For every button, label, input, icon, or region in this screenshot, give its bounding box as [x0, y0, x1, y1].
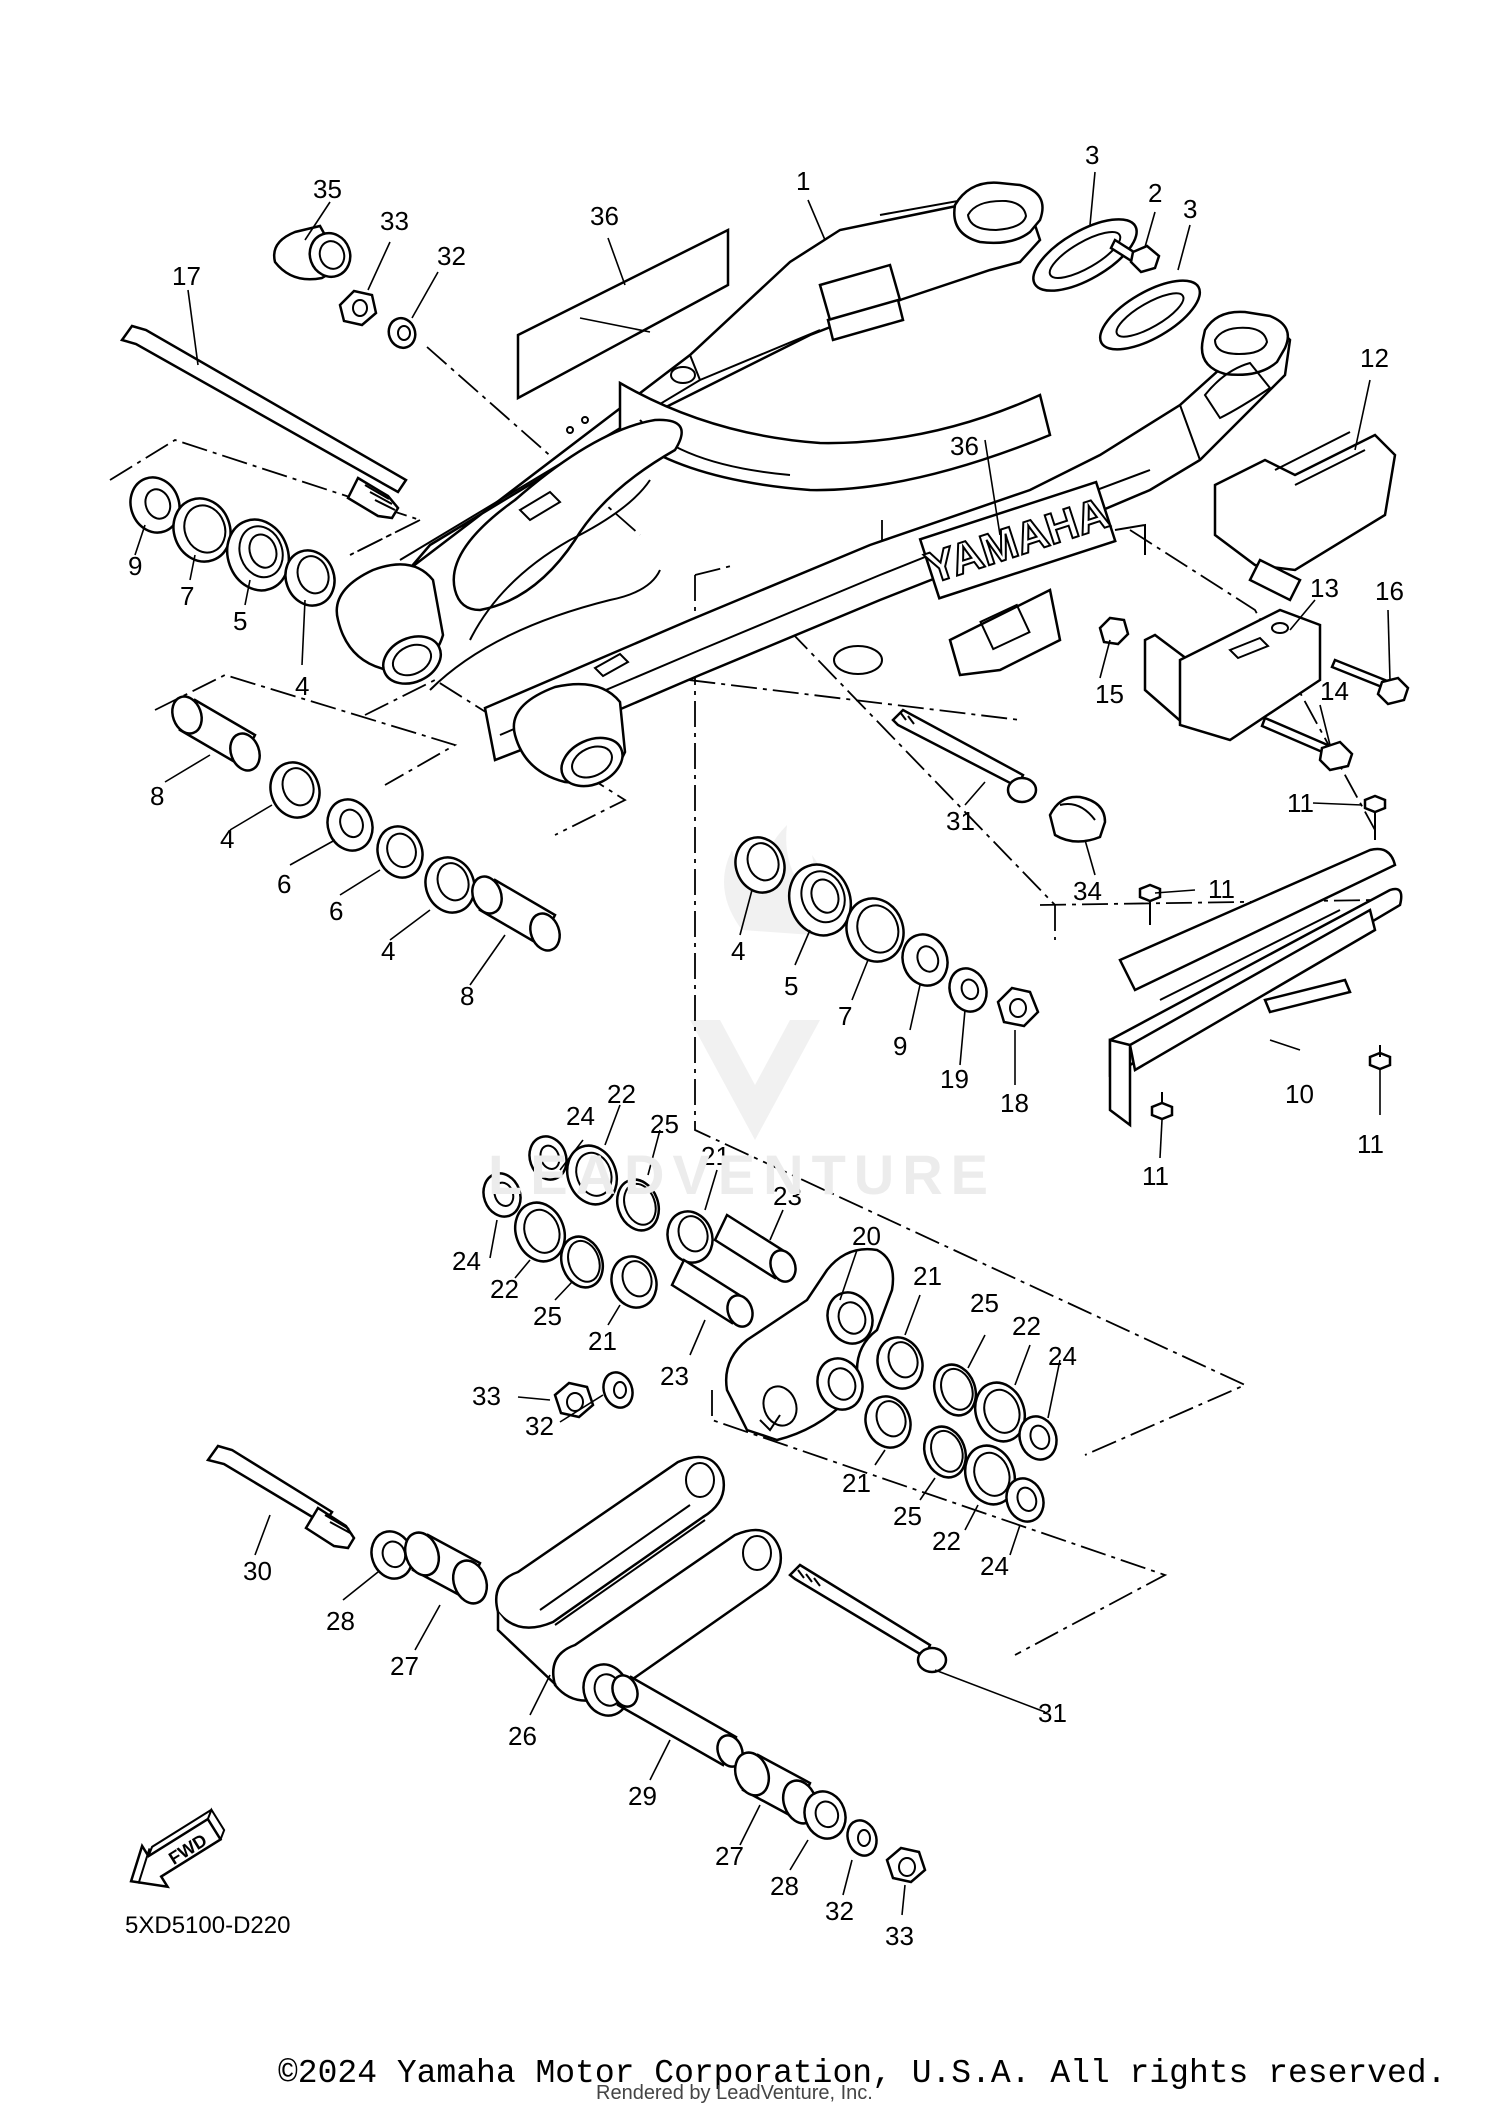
callout-9a: 9 [128, 551, 142, 581]
callout-33c: 33 [885, 1921, 914, 1951]
callout-7b: 7 [838, 1001, 852, 1031]
swingarm-decal-blank [516, 227, 730, 401]
callout-8b: 8 [460, 981, 474, 1011]
callout-1: 1 [796, 166, 810, 196]
callout-22c: 22 [1012, 1311, 1041, 1341]
callout-29: 29 [628, 1781, 657, 1811]
relay-arm-group [482, 1135, 1058, 1523]
callout-16: 16 [1375, 576, 1404, 606]
callout-7a: 7 [180, 581, 194, 611]
callout-19: 19 [940, 1064, 969, 1094]
callout-10: 10 [1285, 1079, 1314, 1109]
callout-4a: 4 [295, 671, 309, 701]
callout-23a: 23 [773, 1181, 802, 1211]
callout-27b: 27 [715, 1841, 744, 1871]
chain-guide [1098, 431, 1410, 772]
callout-3b: 3 [1183, 194, 1197, 224]
connecting-rod-group [205, 1371, 948, 1884]
diagram-part-code: 5XD5100-D220 [125, 1912, 291, 1939]
callout-22d: 22 [932, 1526, 961, 1556]
callout-21b: 21 [588, 1326, 617, 1356]
callout-26: 26 [508, 1721, 537, 1751]
callout-25d: 25 [893, 1501, 922, 1531]
callout-22b: 22 [490, 1274, 519, 1304]
callout-24b: 24 [452, 1246, 481, 1276]
callout-9b: 9 [893, 1031, 907, 1061]
top-collars [272, 224, 417, 350]
callout-28a: 28 [326, 1606, 355, 1636]
callout-32c: 32 [825, 1896, 854, 1926]
callout-33a: 33 [380, 206, 409, 236]
callout-21d: 21 [842, 1468, 871, 1498]
callout-31a: 31 [946, 806, 975, 836]
callout-8a: 8 [150, 781, 164, 811]
callout-18: 18 [1000, 1088, 1029, 1118]
callout-14: 14 [1320, 676, 1349, 706]
watermark-text: LEADVENTURE [488, 1143, 997, 1206]
callout-labels: 1 2 3 3 4 4 4 4 5 5 6 6 7 7 8 8 9 9 10 1… [128, 140, 1404, 1951]
callout-11c: 11 [1357, 1129, 1384, 1159]
copyright-notice: ©2024 Yamaha Motor Corporation, U.S.A. A… [278, 2055, 1447, 2092]
callout-4d: 4 [731, 936, 745, 966]
callout-36a: 36 [590, 201, 619, 231]
callout-27a: 27 [390, 1651, 419, 1681]
callout-30: 30 [243, 1556, 272, 1586]
callout-2: 2 [1148, 178, 1162, 208]
callout-33b: 33 [472, 1381, 501, 1411]
callout-22a: 22 [607, 1079, 636, 1109]
callout-25c: 25 [970, 1288, 999, 1318]
callout-36b: 36 [950, 431, 979, 461]
callout-5a: 5 [233, 606, 247, 636]
callout-21a: 21 [701, 1141, 730, 1171]
lower-pivot-bearings [171, 695, 561, 952]
axle-adjusters [1032, 218, 1202, 351]
callout-13: 13 [1310, 573, 1339, 603]
callout-17: 17 [172, 261, 201, 291]
callout-31b: 31 [1038, 1698, 1067, 1728]
callout-20: 20 [852, 1221, 881, 1251]
callout-12: 12 [1360, 343, 1389, 373]
callout-4b: 4 [220, 824, 234, 854]
callout-11a: 11 [1287, 788, 1314, 818]
rendered-by-notice: Rendered by LeadVenture, Inc. [596, 2082, 873, 2104]
callout-21c: 21 [913, 1261, 942, 1291]
callout-11d: 11 [1142, 1161, 1169, 1191]
callout-24c: 24 [1048, 1341, 1077, 1371]
callout-35: 35 [313, 174, 342, 204]
callout-4c: 4 [381, 936, 395, 966]
right-pivot-bearings [734, 836, 1040, 1028]
fwd-arrow-icon: FWD [129, 1807, 226, 1889]
callout-24d: 24 [980, 1551, 1009, 1581]
callout-34: 34 [1073, 876, 1102, 906]
callout-11b: 11 [1208, 874, 1235, 904]
callout-24a: 24 [566, 1101, 595, 1131]
callout-6a: 6 [277, 869, 291, 899]
callout-15: 15 [1095, 679, 1124, 709]
callout-25a: 25 [650, 1109, 679, 1139]
pivot-shaft [119, 324, 408, 520]
callout-5b: 5 [784, 971, 798, 1001]
swingarm-body: YAMAHA [335, 181, 1292, 788]
left-pivot-bearings [129, 476, 336, 607]
callout-23b: 23 [660, 1361, 689, 1391]
callout-32a: 32 [437, 241, 466, 271]
callout-6b: 6 [329, 896, 343, 926]
callout-25b: 25 [533, 1301, 562, 1331]
upper-shaft [891, 708, 1107, 843]
chain-slider [1108, 794, 1403, 1128]
leader-lines [134, 171, 1391, 1916]
callout-32b: 32 [525, 1411, 554, 1441]
callout-28b: 28 [770, 1871, 799, 1901]
callout-3a: 3 [1085, 140, 1099, 170]
